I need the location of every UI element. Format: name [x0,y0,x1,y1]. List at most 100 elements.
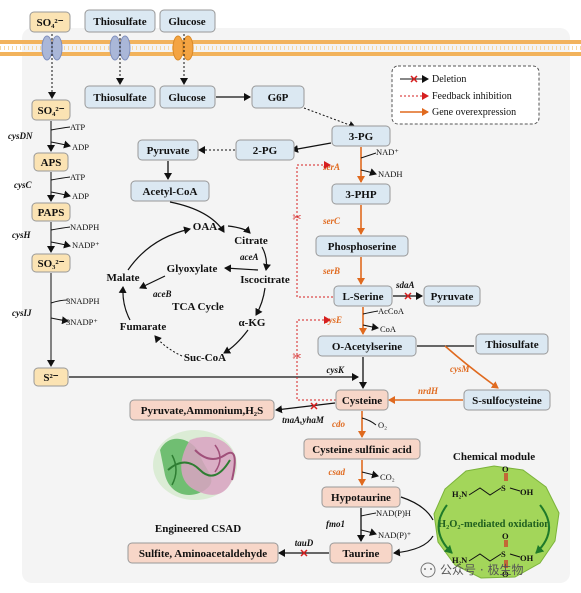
cysh-label: cysH [12,230,31,240]
cysteine-feedback-scissors-icon: ✂ [292,351,301,363]
svg-text:Cysteine: Cysteine [342,395,382,407]
svg-text:NADP⁺: NADP⁺ [72,240,100,250]
svg-text:Suc-CoA: Suc-CoA [184,352,226,364]
svg-text:SO₃²⁻: SO₃²⁻ [37,258,64,270]
thiosulfate-inside-box [84,85,156,109]
svg-text:O: O [502,531,509,541]
svg-text:Cysteine sulfinic acid: Cysteine sulfinic acid [312,444,412,456]
serine-pathway: 3-PG 2-PG Pyruvate Acetyl-CoA serA NAD⁺ … [130,107,481,307]
svg-text:cdo: cdo [332,419,345,429]
svg-text:α-KG: α-KG [239,317,266,329]
svg-text:PAPS: PAPS [38,207,65,219]
tnaa-deletion-icon: ✕ [309,401,318,413]
taud-deletion-icon: ✕ [299,548,308,560]
svg-text:S-sulfocysteine: S-sulfocysteine [472,395,542,407]
svg-text:Acetyl-CoA: Acetyl-CoA [143,186,198,198]
svg-text:nrdH: nrdH [418,386,439,396]
svg-text:S: S [501,549,506,559]
svg-text:cysK: cysK [327,365,345,375]
svg-text:CoA: CoA [380,324,397,334]
svg-text:O-Acetylserine: O-Acetylserine [332,341,402,353]
cysdn-label: cysDN [8,131,33,141]
thiosulfate-outside-label: Thiosulfate [93,16,146,28]
svg-text:H₂N: H₂N [452,555,468,565]
svg-text:tauD: tauD [295,538,314,548]
svg-text:2-PG: 2-PG [253,145,278,157]
svg-text:APS: APS [41,157,62,169]
svg-text:3NADP⁺: 3NADP⁺ [66,317,98,327]
glucose-outside-box [159,9,216,33]
svg-text:3NADPH: 3NADPH [66,296,100,306]
thiosulfate-inside-label: Thiosulfate [93,92,146,104]
oxidation-label: H₂O₂-mediated oxidation [438,519,550,530]
svg-text:Thiosulfate: Thiosulfate [485,339,538,351]
cysij-label: cysIJ [12,308,32,318]
thiosulfate-outside-box [84,9,156,33]
chemical-module-title: Chemical module [453,451,535,463]
glucose-inside-box [159,85,216,109]
svg-text:ATP: ATP [70,172,85,182]
svg-text:cysM: cysM [450,364,470,374]
cell-background [22,28,570,583]
svg-text:ADP: ADP [72,191,89,201]
svg-text:Taurine: Taurine [343,548,380,560]
svg-text:aceA: aceA [240,252,259,262]
svg-text:NADPH: NADPH [70,222,99,232]
svg-text:H₂N: H₂N [452,489,468,499]
glucose-transporter [172,35,194,61]
svg-text:O: O [502,569,509,579]
svg-text:ATP: ATP [70,122,85,132]
svg-text:AcCoA: AcCoA [378,306,405,316]
svg-text:sdaA: sdaA [395,280,415,290]
cysteine-pathway: cysE AcCoA CoA O-Acetylserine Thiosulfat… [127,306,551,564]
svg-text:Iscocitrate: Iscocitrate [240,274,290,286]
svg-text:Sulfite, Aminoacetaldehyde: Sulfite, Aminoacetaldehyde [139,548,267,560]
svg-text:Pyruvate,Ammonium,H₂S: Pyruvate,Ammonium,H₂S [141,405,263,417]
so4-inside-label: SO₄²⁻ [37,105,64,117]
svg-text:3-PG: 3-PG [349,131,374,143]
svg-text:OH: OH [520,487,534,497]
svg-text:Hypotaurine: Hypotaurine [331,492,391,504]
serine-feedback-scissors-icon: ✂ [292,212,301,224]
cell-membrane [0,40,581,56]
svg-text:NADH: NADH [378,169,403,179]
svg-text:ADP: ADP [72,142,89,152]
svg-text:S²⁻: S²⁻ [43,372,58,384]
legend: ✕ Deletion Feedback inhibition Gene over… [391,65,540,125]
watermark: 公众号 · 极生物 [420,562,523,578]
svg-text:Engineered CSAD: Engineered CSAD [155,523,241,535]
svg-text:cysE: cysE [325,315,343,325]
tca-cycle: OAA Citrate Iscocitrate α-KG Suc-CoA Fum… [107,201,290,364]
svg-text:NAD⁺: NAD⁺ [376,147,399,157]
svg-text:Fumarate: Fumarate [120,321,167,333]
svg-text:3-PHP: 3-PHP [345,189,376,201]
svg-text:O₂: O₂ [378,420,387,430]
svg-text:Phosphoserine: Phosphoserine [328,241,397,253]
csad-protein-structure: Engineered CSAD [153,430,241,535]
svg-text:csad: csad [329,467,346,477]
svg-text:Malate: Malate [107,272,140,284]
watermark-text: 公众号 · 极生物 [440,563,523,577]
svg-text:L-Serine: L-Serine [343,291,384,303]
legend-overexpression: Gene overexpression [432,107,516,118]
svg-text:NAD(P)H: NAD(P)H [376,508,411,518]
svg-text:S: S [501,483,506,493]
chemical-module: Chemical module H₂N S OH O H₂O₂-mediated… [433,451,560,579]
svg-text:CO₂: CO₂ [380,472,395,482]
glucose-outside-label: Glucose [168,16,205,28]
svg-text:aceB: aceB [153,289,172,299]
sulfur-assimilation: SO₄²⁻ cysDN ATP ADP APS cysC ATP ADP PAP… [8,99,100,387]
svg-text:OH: OH [520,553,534,563]
svg-text:tnaA,yhaM: tnaA,yhaM [282,415,325,425]
svg-text:OAA: OAA [193,221,218,233]
svg-text:Pyruvate: Pyruvate [147,145,190,157]
legend-deletion: Deletion [432,74,466,85]
svg-text:NAD(P)⁺: NAD(P)⁺ [378,530,412,540]
deletion-icon: ✕ [409,74,418,86]
svg-text:O: O [502,464,509,474]
svg-text:Pyruvate: Pyruvate [431,291,474,303]
so4-outside-box [29,11,71,33]
cysc-label: cysC [14,180,32,190]
